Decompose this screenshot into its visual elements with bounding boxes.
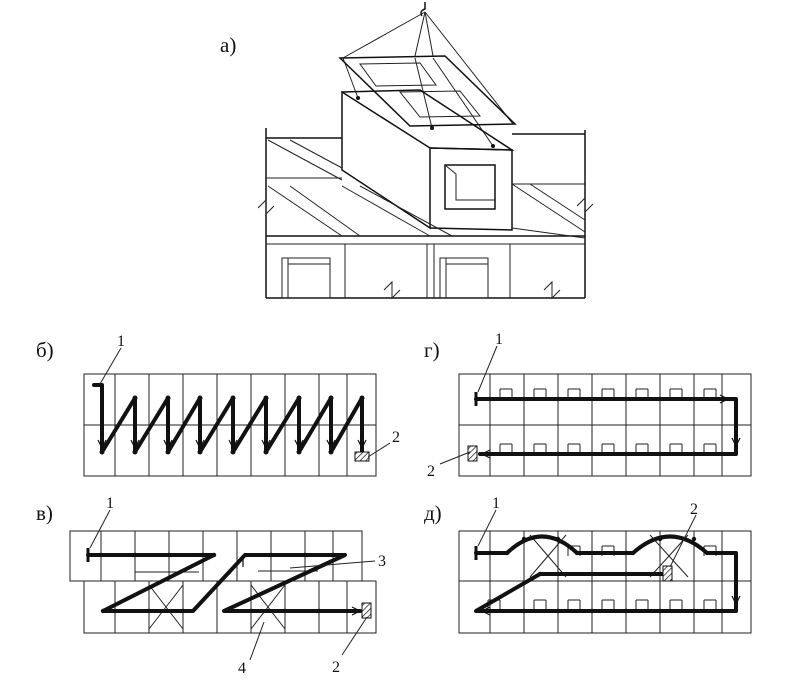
callout-g-2: 2 — [427, 463, 435, 480]
panel-b-end-mark — [354, 451, 370, 462]
panel-v-end-mark — [361, 602, 372, 619]
callout-v-1: 1 — [106, 495, 114, 512]
panel-d-end-mark — [662, 565, 673, 582]
panel-b-arrows — [97, 439, 367, 450]
panel-b-joints — [99, 395, 365, 455]
panel-d-arrows — [480, 595, 741, 616]
callout-v-2: 2 — [332, 659, 340, 676]
callout-v-3: 3 — [378, 553, 386, 570]
panel-g-joints — [487, 396, 725, 457]
panel-v-grid — [69, 530, 377, 634]
panel-d-joints — [487, 536, 725, 614]
callout-d-2: 2 — [690, 501, 698, 518]
panel-a-block-lifting: а) — [220, 2, 594, 300]
crane-hook — [420, 2, 426, 17]
volumetric-block — [341, 89, 515, 231]
callout-g-1: 1 — [495, 331, 503, 348]
panel-g-loop-route: г) — [424, 331, 752, 480]
panel-v-route — [86, 553, 362, 613]
panel-g-grid — [458, 373, 752, 477]
callout-v-4: 4 — [238, 660, 246, 677]
label-a: а) — [220, 33, 236, 57]
panel-v-joints — [98, 552, 336, 614]
lifting-frame — [338, 55, 517, 127]
callout-b-2: 2 — [392, 429, 400, 446]
panel-v-diagonal-route: в) — [36, 495, 386, 677]
panel-d-combined-route: д) — [424, 495, 752, 634]
panel-b-zigzag-route: б) 1 — [36, 333, 400, 477]
panel-g-end-mark — [467, 445, 478, 462]
label-v: в) — [36, 501, 53, 525]
callout-b-1: 1 — [117, 333, 125, 350]
panel-v-arrows — [235, 556, 362, 616]
panel-g-route — [474, 397, 738, 456]
building-below — [257, 128, 594, 300]
panel-g-arrows — [480, 394, 741, 459]
label-d: д) — [424, 501, 442, 525]
panel-b-route — [92, 383, 364, 454]
label-b: б) — [36, 338, 54, 362]
label-g: г) — [424, 338, 440, 362]
panel-d-grid — [458, 530, 752, 634]
callout-d-1: 1 — [492, 495, 500, 512]
